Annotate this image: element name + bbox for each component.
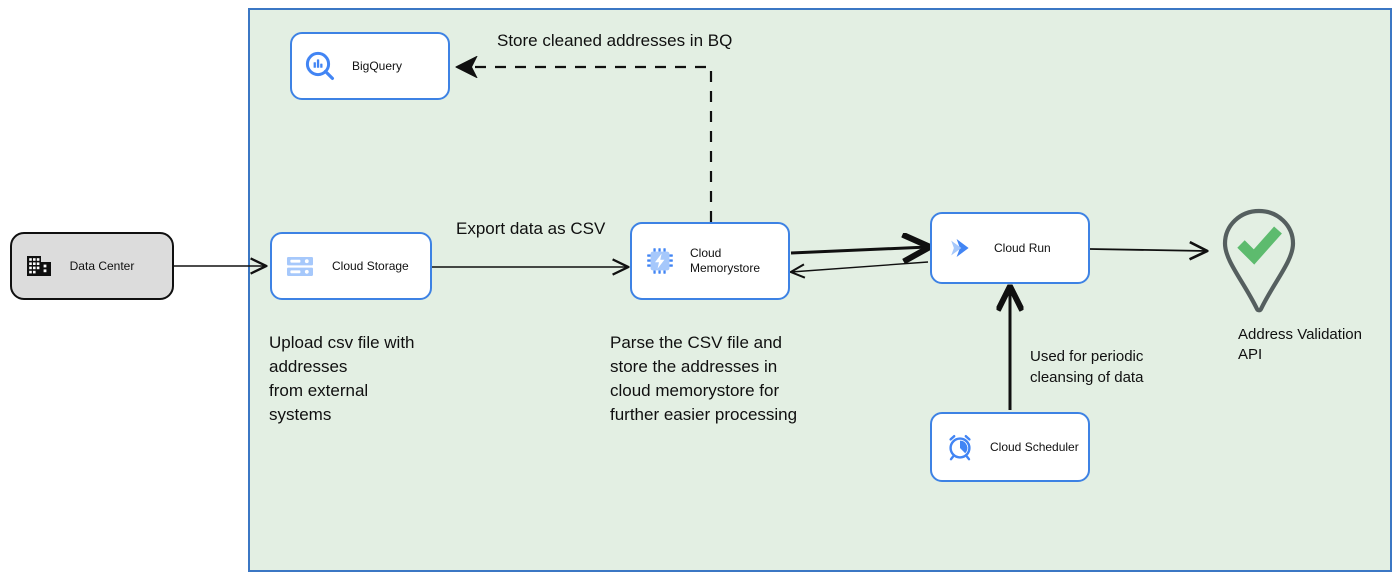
edge-label-export-csv: Export data as CSV	[456, 219, 606, 238]
address-validation-api-label: Address Validation API	[1238, 326, 1362, 364]
cloud-storage-icon	[280, 246, 320, 286]
cloud-scheduler-icon	[940, 427, 980, 467]
node-data-center[interactable]: Data Center	[10, 232, 174, 300]
note-upload-csv: Upload csv file with addresses from exte…	[269, 333, 415, 425]
note-scheduler-usage: Used for periodic cleansing of data	[1030, 348, 1144, 387]
edge-label-store-bq: Store cleaned addresses in BQ	[497, 31, 733, 50]
map-pin-check-icon	[1216, 206, 1302, 316]
node-data-center-label: Data Center	[69, 258, 135, 273]
node-cloud-storage-label: Cloud Storage	[332, 258, 409, 273]
data-center-icon	[22, 249, 56, 283]
note-parse-csv: Parse the CSV file and store the address…	[610, 333, 798, 425]
node-cloud-run[interactable]: Cloud Run	[930, 212, 1090, 284]
node-cloud-memorystore[interactable]: Cloud Memorystore	[630, 222, 790, 300]
node-cloud-scheduler[interactable]: Cloud Scheduler	[930, 412, 1090, 482]
cloud-memorystore-icon	[640, 241, 680, 281]
bigquery-icon	[300, 46, 340, 86]
cloud-zone	[248, 8, 1392, 572]
node-bigquery[interactable]: BigQuery	[290, 32, 450, 100]
cloud-run-icon	[940, 228, 982, 268]
node-bigquery-label: BigQuery	[352, 58, 403, 73]
node-cloud-run-label: Cloud Run	[994, 240, 1051, 255]
node-cloud-scheduler-label: Cloud Scheduler	[990, 439, 1079, 454]
node-cloud-storage[interactable]: Cloud Storage	[270, 232, 432, 300]
node-cloud-memorystore-label: Cloud Memorystore	[690, 246, 761, 275]
